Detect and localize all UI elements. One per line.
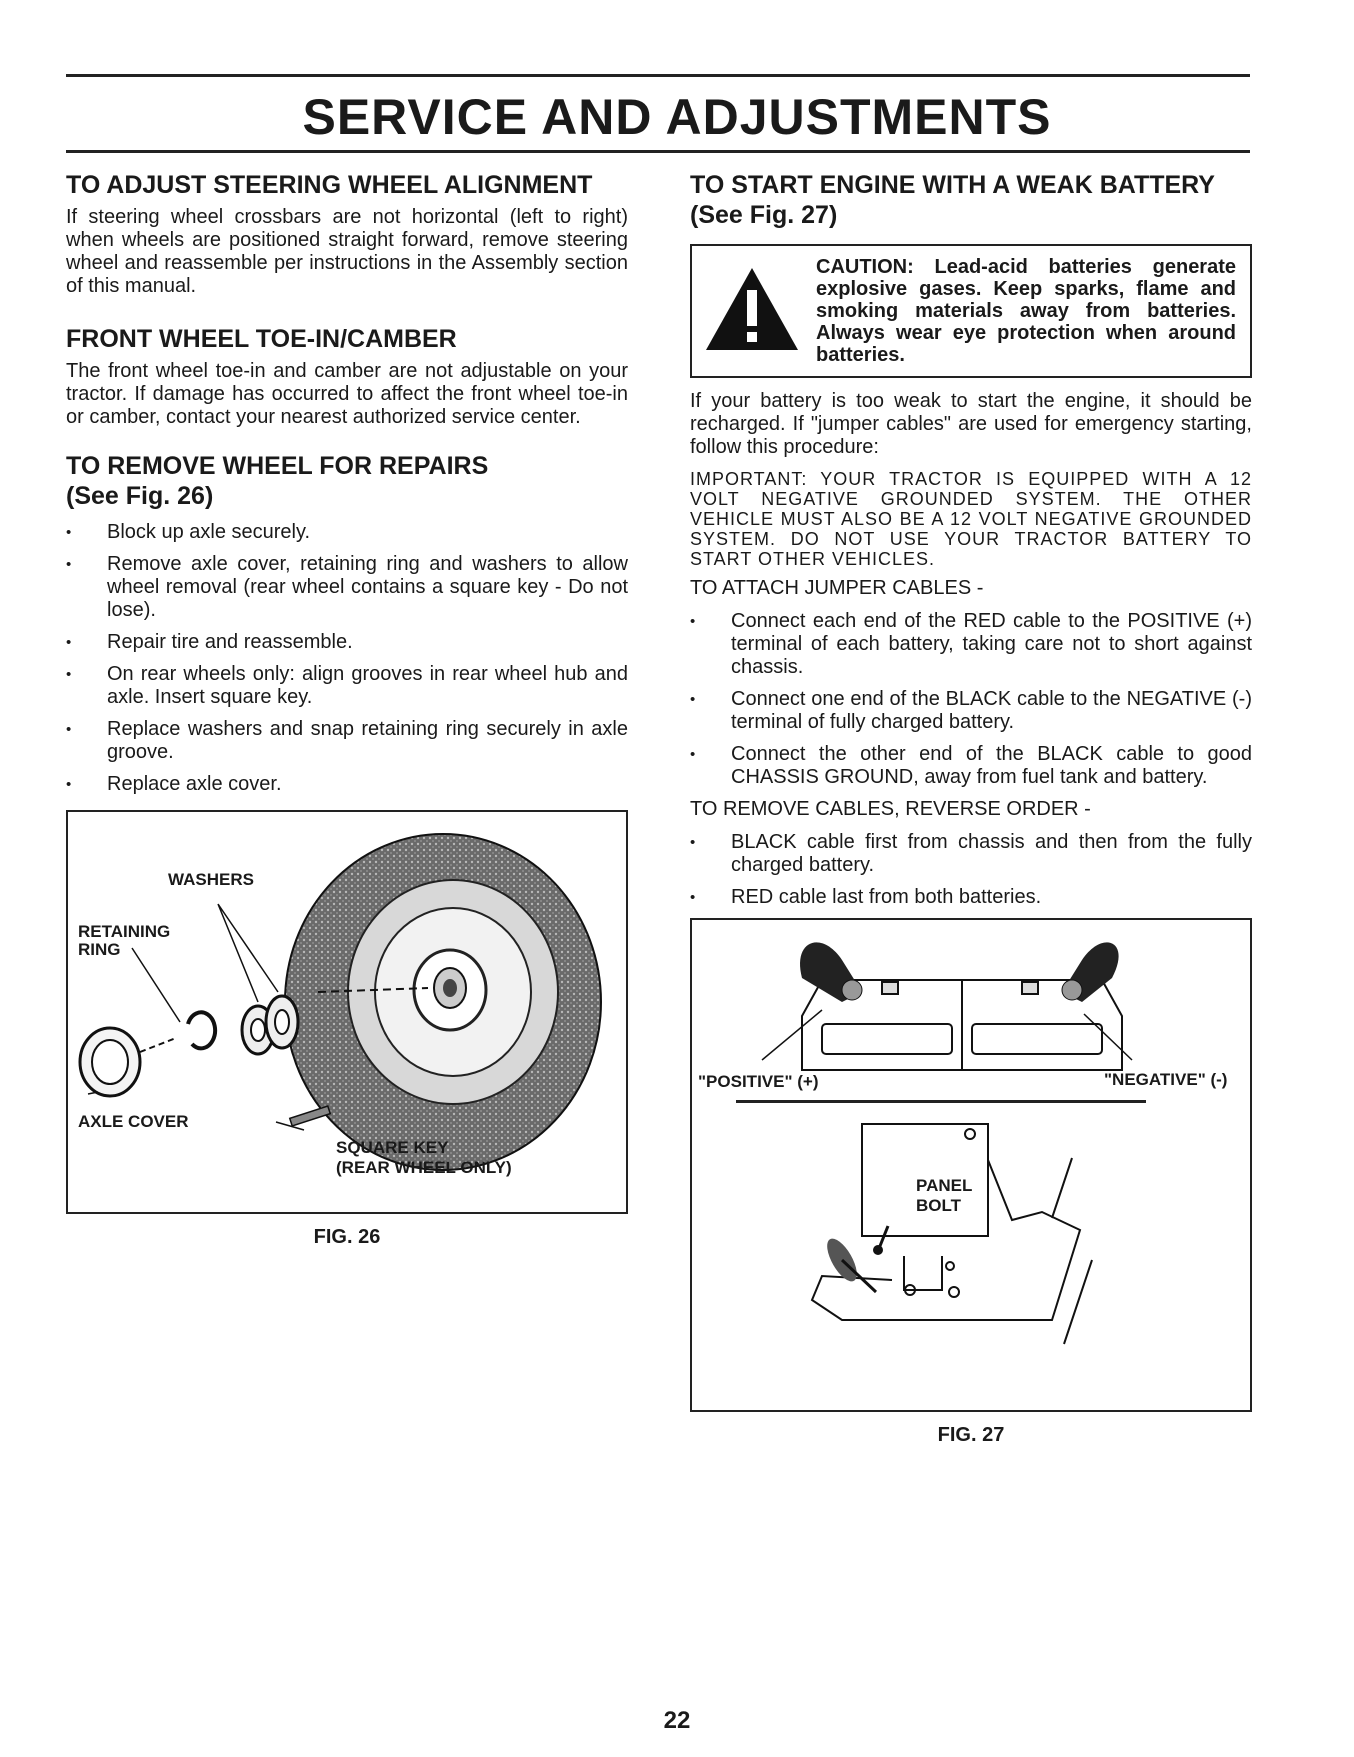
list-item: Repair tire and reassemble. [66,631,628,654]
remove-cables-heading: TO REMOVE CABLES, REVERSE ORDER - [690,798,1091,820]
battery-illustration [801,979,1123,1071]
list-item: Remove axle cover, retaining ring and wa… [66,553,628,622]
tire-illustration [284,833,602,1171]
figure-26-caption: FIG. 26 [313,1226,381,1248]
top-rule [66,74,1250,77]
right-column: TO START ENGINE WITH A WEAK BATTERY (See… [690,170,1252,1447]
weak-battery-subheading: (See Fig. 27) [690,201,838,229]
list-item: Connect each end of the RED cable to the… [690,610,1252,679]
figure-27-caption: FIG. 27 [937,1424,1005,1446]
steering-body: If steering wheel crossbars are not hori… [66,206,628,297]
battery-jumper-illustration [736,942,1146,1345]
figure-27: "POSITIVE" (+) "NEGATIVE" (-) PANEL BOLT [690,918,1252,1412]
page-title: SERVICE AND ADJUSTMENTS [302,89,1052,145]
weak-battery-heading: TO START ENGINE WITH A WEAK BATTERY [690,171,1215,199]
axle-cover-label: AXLE COVER [78,1112,189,1131]
bolt-label: BOLT [916,1196,962,1215]
caution-text: CAUTION: Lead-acid batteries generate ex… [816,256,1236,366]
retaining-ring-label-line2: RING [78,940,121,959]
remove-wheel-steps: Block up axle securely. Remove axle cove… [66,521,628,796]
square-key-label-line1: SQUARE KEY [336,1138,449,1157]
list-item: Replace washers and snap retaining ring … [66,718,628,764]
list-item: Connect one end of the BLACK cable to th… [690,688,1252,734]
attach-cables-heading: TO ATTACH JUMPER CABLES - [690,577,984,599]
warning-triangle-icon [706,268,798,350]
washer-illustration [240,994,300,1056]
list-item: Replace axle cover. [66,773,628,796]
leader-lines [87,903,305,1131]
weak-battery-intro: If your battery is too weak to start the… [690,390,1252,458]
page-number: 22 [663,1707,691,1734]
positive-terminal-label: "POSITIVE" (+) [698,1072,819,1091]
attach-cables-steps: Connect each end of the RED cable to the… [690,610,1252,789]
list-item: Block up axle securely. [66,521,628,544]
panel-label: PANEL [916,1176,973,1195]
figure-26: WASHERS RETAINING RING AXLE COVER SQUARE… [66,810,628,1214]
toe-in-body: The front wheel toe-in and camber are no… [66,360,628,428]
square-key-illustration [288,1105,332,1127]
panel-bolt-illustration [810,1123,1093,1345]
list-item: Connect the other end of the BLACK cable… [690,743,1252,789]
list-item: RED cable last from both batteries. [690,886,1252,909]
divider-bar [736,1100,1146,1103]
important-notice: IMPORTANT: YOUR TRACTOR IS EQUIPPED WITH… [690,469,1252,569]
jumper-clamp-illustration [800,942,1119,1002]
leader-lines [761,1009,1133,1061]
toe-in-heading: FRONT WHEEL TOE-IN/CAMBER [66,325,457,353]
caution-box: CAUTION: Lead-acid batteries generate ex… [690,244,1252,378]
steering-heading: TO ADJUST STEERING WHEEL ALIGNMENT [66,171,593,199]
wrench-illustration [827,1238,878,1294]
wheel-assembly-illustration [78,833,602,1171]
retaining-ring-label-line1: RETAINING [78,922,171,941]
bolt-pointer [873,1225,890,1255]
title-rule [66,150,1250,153]
left-column: TO ADJUST STEERING WHEEL ALIGNMENT If st… [66,170,628,1249]
remove-wheel-subheading: (See Fig. 26) [66,482,214,510]
square-key-label-line2: (REAR WHEEL ONLY) [336,1158,512,1177]
list-item: BLACK cable first from chassis and then … [690,831,1252,877]
retaining-ring-illustration [186,1010,218,1051]
negative-terminal-label: "NEGATIVE" (-) [1104,1070,1228,1089]
washers-label: WASHERS [168,870,254,889]
remove-cables-steps: BLACK cable first from chassis and then … [690,831,1252,909]
remove-wheel-heading: TO REMOVE WHEEL FOR REPAIRS [66,452,489,480]
axle-cover-illustration [78,1026,177,1098]
list-item: On rear wheels only: align grooves in re… [66,663,628,709]
